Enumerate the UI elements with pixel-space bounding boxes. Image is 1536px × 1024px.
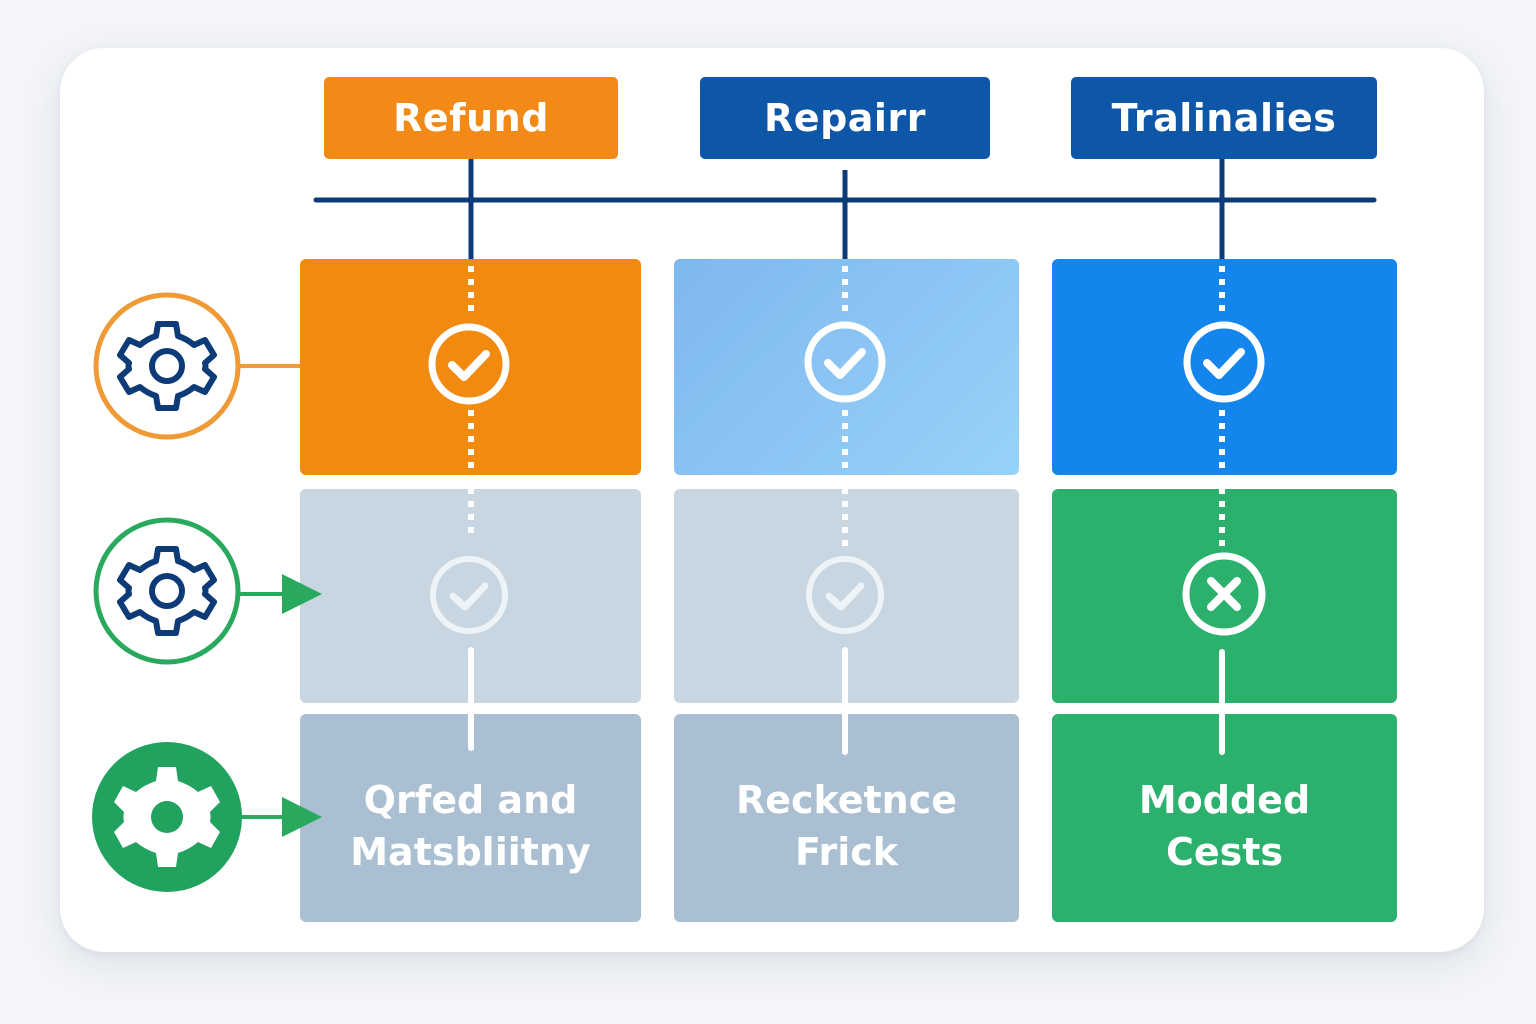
- gear-icon: [114, 767, 220, 867]
- check-icon: [804, 321, 886, 403]
- column-header-label: Repairr: [764, 96, 926, 140]
- row-icon-2: [93, 517, 322, 665]
- column-header-label: Refund: [393, 96, 549, 140]
- cell-label: Recketnce Frick: [735, 778, 958, 874]
- check-icon: [806, 556, 884, 634]
- row-icon-3: [92, 742, 322, 892]
- row-icon-1: [93, 292, 300, 440]
- column-header-trainings: Tralinalies: [1071, 77, 1377, 159]
- check-icon: [1183, 321, 1265, 403]
- cross-icon: [1182, 552, 1266, 636]
- check-icon: [430, 556, 508, 634]
- check-icon: [428, 323, 510, 405]
- column-header-refund: Refund: [324, 77, 618, 159]
- cell-label: Modded Cests: [1138, 778, 1311, 874]
- column-header-label: Tralinalies: [1111, 96, 1337, 140]
- column-header-repair: Repairr: [700, 77, 990, 159]
- cell-label: Qrfed and Matsbliitny: [350, 778, 591, 874]
